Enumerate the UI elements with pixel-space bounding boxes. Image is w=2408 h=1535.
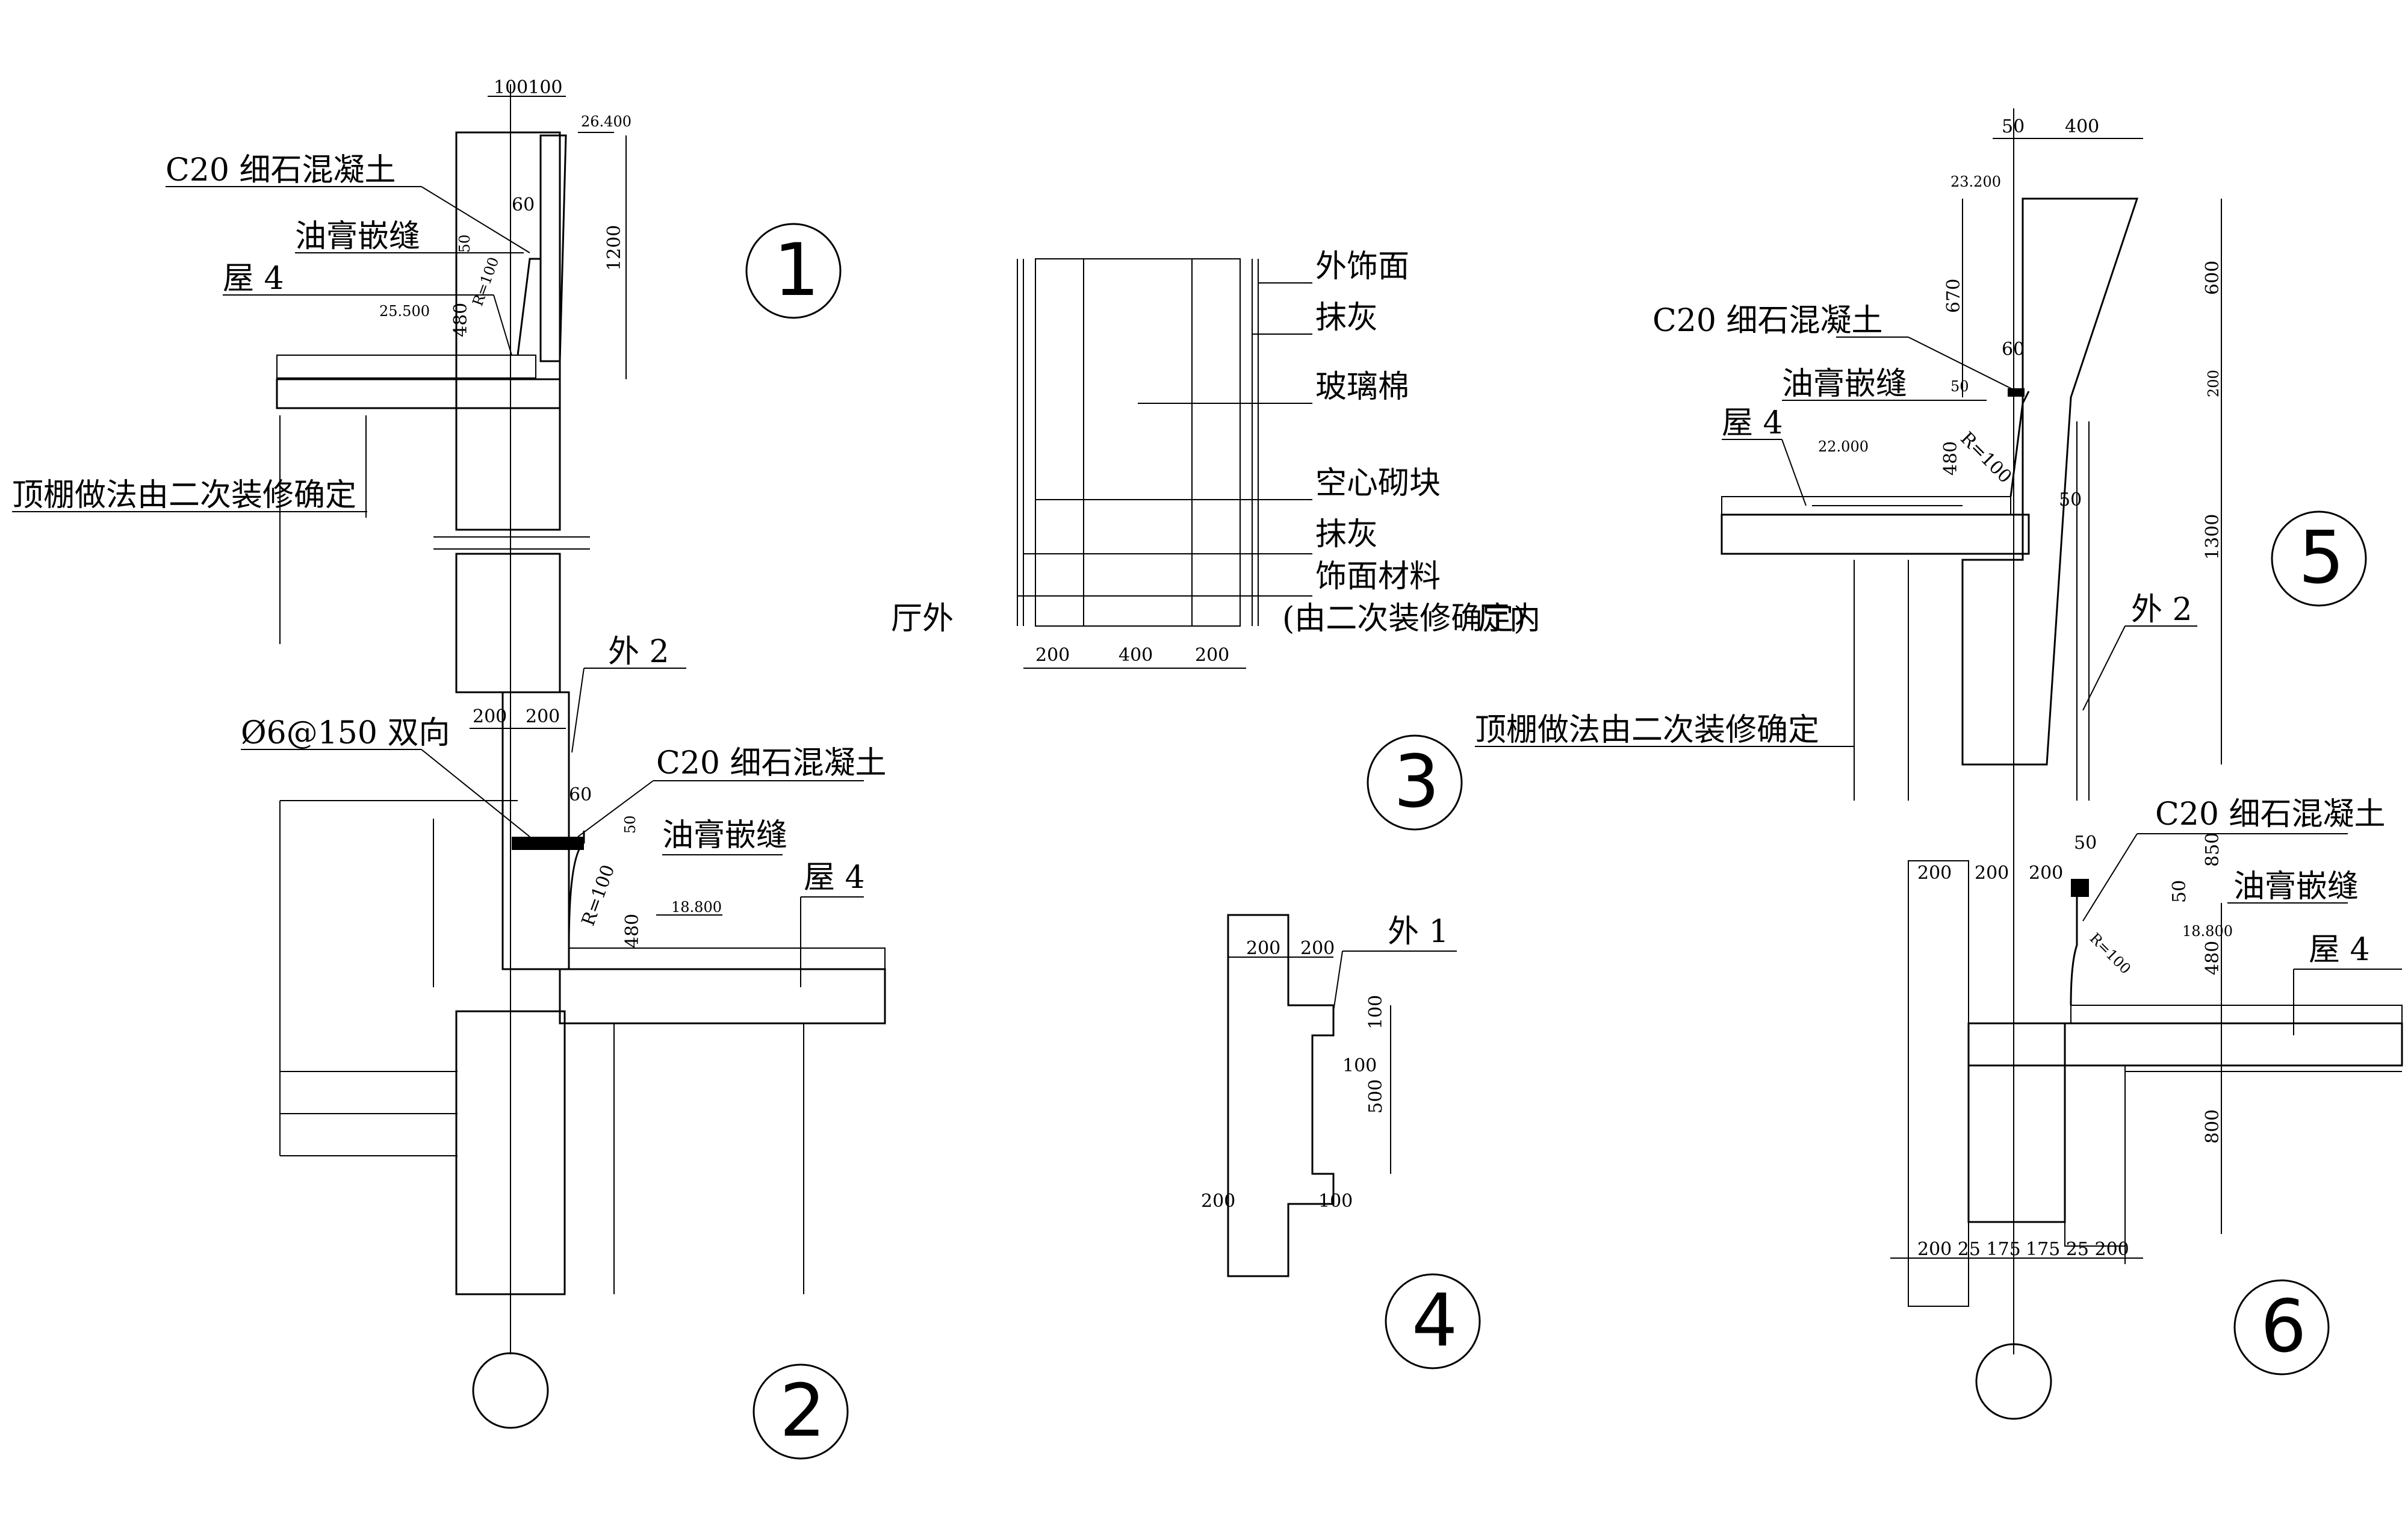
label-roof-4-5: 屋 4 [1722,405,1783,441]
dim-d5-400: 400 [2065,116,2099,137]
label-outer-finish: 外饰面 [1315,249,1409,285]
label-c20-concrete-2: C20 细石混凝土 [656,745,887,781]
dim-d1-top: 100100 [494,77,563,98]
detail-5-section [1475,108,2222,1420]
label-c20-concrete-1: C20 细石混凝土 [166,152,396,188]
label-oil-seam-6: 油膏嵌缝 [2233,869,2359,905]
label-roof-4-2: 屋 4 [804,860,865,896]
dim-d1-50: 50 [456,234,473,253]
dim-d1-1200: 1200 [604,225,625,271]
dim-d6-200c: 200 [2029,863,2063,884]
dim-d5-200: 200 [2205,370,2222,397]
label-plaster-1: 抹灰 [1315,300,1378,336]
dim-d4-100b: 100 [1342,1055,1377,1076]
dim-d6-bottom-right: 175 25 200 [2026,1239,2129,1260]
dim-d5-50c: 50 [2059,489,2082,510]
dim-d1-60: 60 [512,194,535,216]
label-ceiling-note-5: 顶棚做法由二次装修确定 [1475,712,1819,748]
label-c20-concrete-6: C20 细石混凝土 [2155,796,2386,833]
dim-d4-200a: 200 [1246,938,1280,959]
label-finish-material: 饰面材料 [1315,559,1441,595]
label-hall-outside: 厅外 [891,601,954,637]
dim-d6-elev: 18.800 [2182,923,2233,940]
dim-d3-200a: 200 [1035,645,1070,666]
dim-d6-850: 850 [2202,833,2223,867]
label-radius-2: R=100 [578,862,619,929]
dim-d6-200b: 200 [1975,863,2009,884]
label-roof-4-6: 屋 4 [2309,932,2370,968]
dim-d1-elev-roof: 25.500 [379,303,430,320]
dim-d6-50b: 50 [2169,880,2190,903]
label-glass-wool: 玻璃棉 [1315,369,1409,405]
label-exterior-1: 外 1 [1388,914,1449,950]
label-c20-concrete-5: C20 细石混凝土 [1652,303,1883,339]
detail-number-5: 5 [2298,516,2344,600]
dim-d5-600: 600 [2202,261,2223,295]
dim-d5-480: 480 [1940,441,1961,476]
detail-3-section [1017,258,1312,669]
dim-d4-200b: 200 [1300,938,1335,959]
dim-d4-500: 500 [1365,1079,1386,1114]
detail-4-section [1227,914,1457,1277]
label-radius-6: R=100 [2087,929,2134,977]
dim-d5-50b: 50 [1950,378,1969,395]
dim-d4-100a: 100 [1365,995,1386,1029]
detail-6-section [1890,833,2403,1307]
label-radius-5: R=100 [1956,428,2015,488]
dim-d4-200c: 200 [1201,1191,1235,1212]
detail-bubbles [745,223,2367,1460]
label-radius-1: R=100 [469,255,502,309]
detail-number-2: 2 [780,1369,825,1453]
dim-d1-elev-top: 26.400 [581,113,631,130]
dim-d5-50: 50 [2002,116,2025,137]
dim-d4-100c: 100 [1318,1191,1353,1212]
dim-d1-480: 480 [450,303,471,337]
detail-number-6: 6 [2261,1285,2306,1369]
label-hall-inside: 厅内 [1478,601,1541,637]
label-finish-material-note: (由二次装修确定) [1282,601,1526,637]
dim-d2-200a: 200 [473,706,507,727]
dim-d2-60: 60 [569,784,592,805]
text-labels: C20 细石混凝土 油膏嵌缝 屋 4 顶棚做法由二次装修确定 R=100 100… [12,77,2386,1453]
dim-d5-1300: 1300 [2202,514,2223,560]
detail-number-4: 4 [1412,1279,1457,1363]
label-oil-seam-2: 油膏嵌缝 [662,817,787,854]
dim-d6-800: 800 [2202,1109,2223,1144]
dim-d2-elev: 18.800 [671,899,722,916]
dim-d6-50: 50 [2074,833,2097,854]
detail-1-2-section [12,84,886,1429]
detail-number-3: 3 [1394,740,1439,824]
dim-d5-elev-roof: 22.000 [1818,438,1869,455]
label-hollow-block: 空心砌块 [1315,465,1441,501]
label-rebar: Ø6@150 双向 [241,715,450,751]
label-exterior-2-left: 外 2 [608,634,669,670]
label-plaster-2: 抹灰 [1315,516,1378,553]
dim-d2-200b: 200 [526,706,560,727]
dim-d5-elev-top: 23.200 [1950,173,2001,190]
detail-number-1: 1 [774,229,819,312]
label-roof-4-1: 屋 4 [223,261,284,297]
label-oil-seam-5: 油膏嵌缝 [1782,366,1907,402]
dim-d5-60: 60 [2002,339,2025,360]
dim-d3-400: 400 [1119,645,1153,666]
dim-d2-480: 480 [622,914,643,948]
dim-d6-bottom-left: 200 25 175 [1917,1239,2021,1260]
dim-d5-670: 670 [1943,279,1964,313]
label-ceiling-note-1: 顶棚做法由二次装修确定 [12,477,356,513]
dim-d2-50: 50 [622,815,639,834]
dim-d6-200a: 200 [1917,863,1952,884]
label-exterior-2-right: 外 2 [2131,592,2192,628]
label-oil-seam-1: 油膏嵌缝 [295,219,420,255]
dim-d6-480: 480 [2202,941,2223,975]
dim-d3-200b: 200 [1195,645,1229,666]
